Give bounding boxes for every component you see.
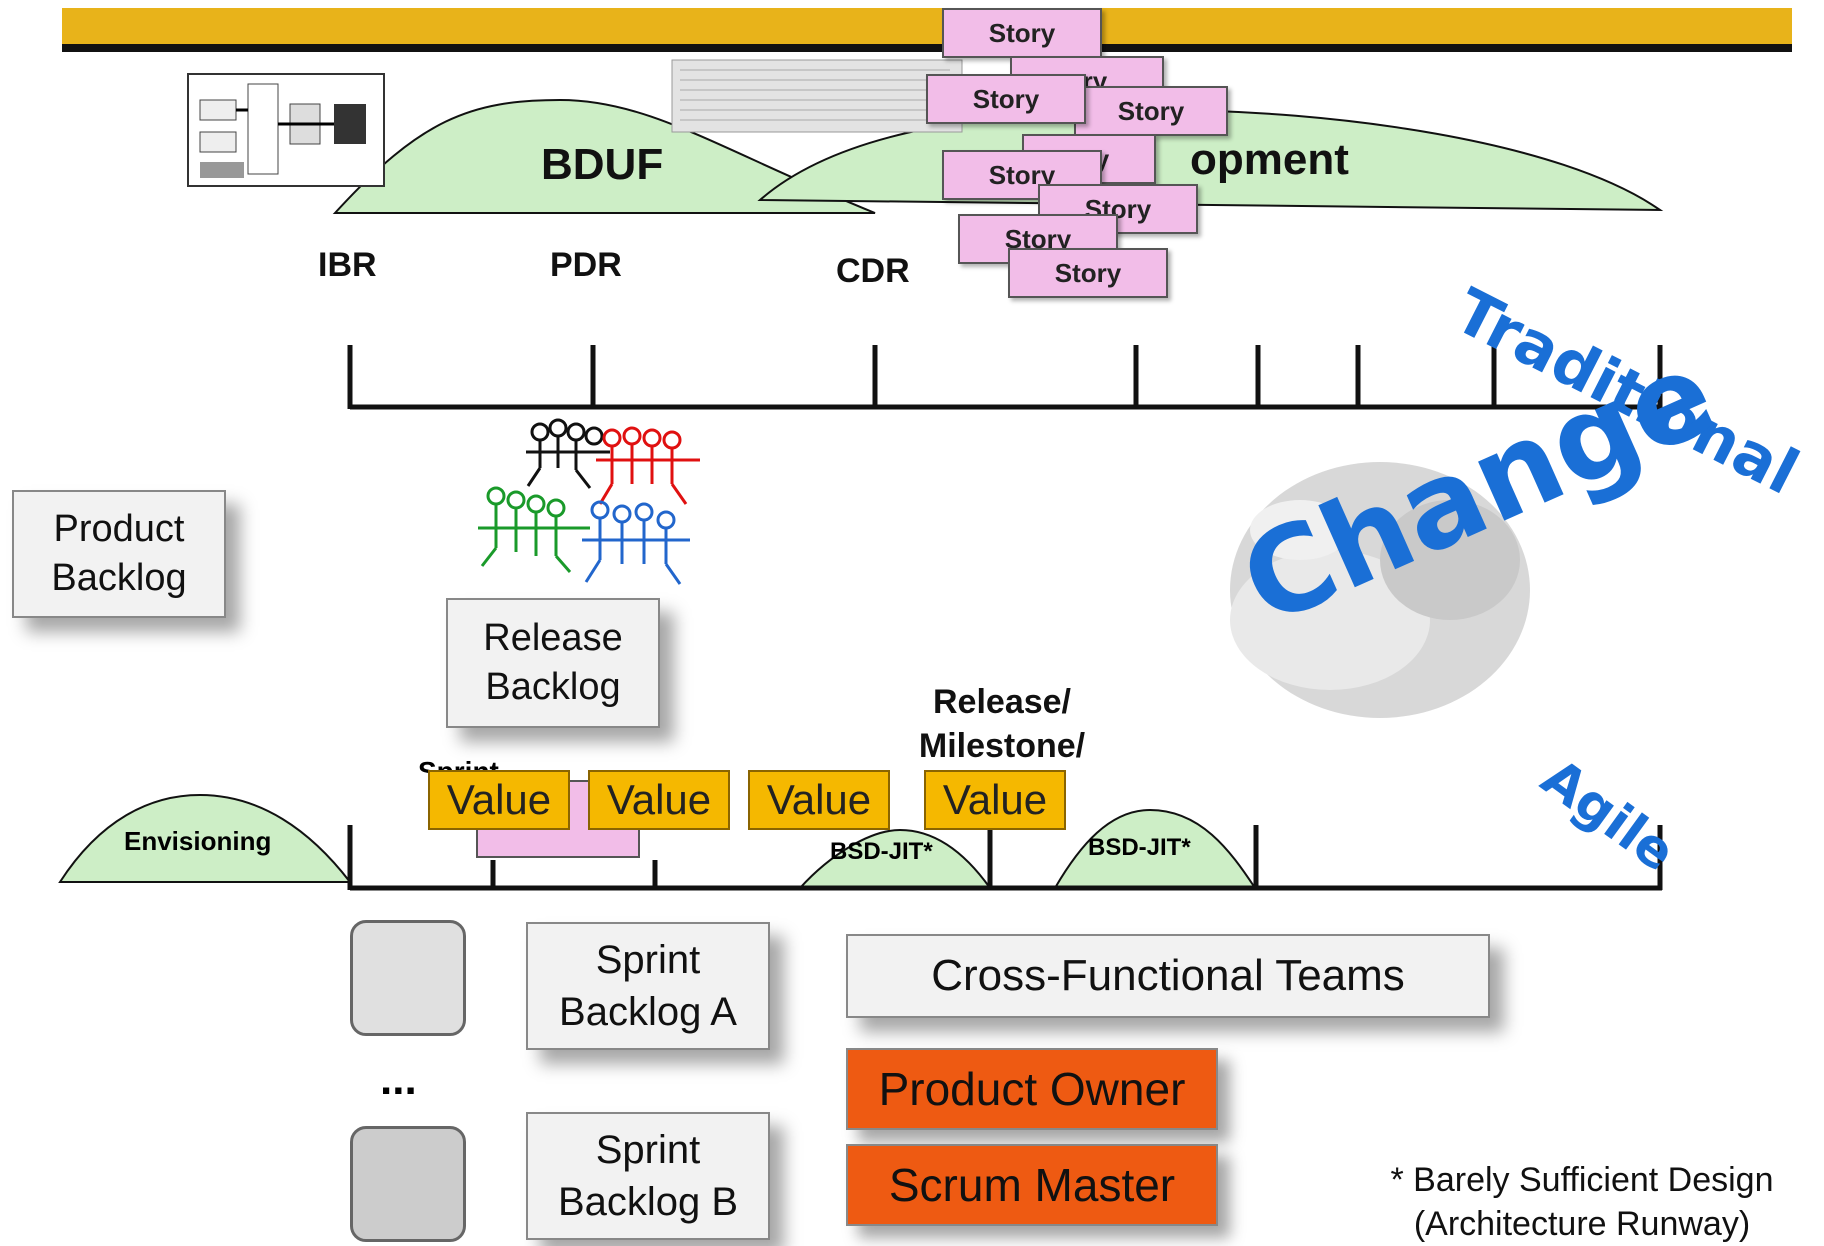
product-backlog-label: Product Backlog	[51, 507, 187, 599]
footnote: * Barely Sufficient Design (Architecture…	[1352, 1158, 1812, 1246]
team-box	[350, 1126, 466, 1242]
development-label: opment	[1190, 135, 1349, 184]
team-figures-cluster	[478, 418, 700, 585]
agile-timeline	[347, 825, 1663, 891]
sprint-backlog-b-box: Sprint Backlog B	[526, 1112, 770, 1240]
story-card: Story	[942, 8, 1102, 58]
release-backlog-box: Release Backlog	[446, 598, 660, 728]
value-label: Value	[748, 770, 890, 830]
header-bar	[62, 8, 1792, 52]
value-ribbon: Value	[428, 770, 570, 830]
traditional-timeline	[347, 345, 1663, 410]
scrum-master-label: Scrum Master	[888, 1159, 1176, 1211]
milestone-ibr: IBR	[318, 246, 377, 284]
envisioning-label: Envisioning	[124, 826, 272, 856]
sprint-label-fragment: Sprint	[418, 756, 499, 774]
sprint-backlog-a-box: Sprint Backlog A	[526, 922, 770, 1050]
story-card: Story	[926, 74, 1086, 124]
envisioning-hill	[58, 793, 353, 883]
bsd-hill-2	[1053, 808, 1257, 889]
footnote-line-1: * Barely Sufficient Design	[1390, 1161, 1774, 1199]
value-ribbon: Value	[588, 770, 730, 830]
cross-functional-teams-label: Cross-Functional Teams	[931, 951, 1405, 1001]
product-owner-label: Product Owner	[878, 1063, 1186, 1115]
footnote-line-2: (Architecture Runway)	[1413, 1205, 1751, 1243]
flowchart-thumbnail	[187, 73, 385, 187]
product-backlog-box: Product Backlog	[12, 490, 226, 618]
value-label: Value	[428, 770, 570, 830]
value-ribbon: Value	[748, 770, 890, 830]
release-milestone-label: Release/ Milestone/	[918, 683, 1086, 766]
sprint-backlog-b-label: Sprint Backlog B	[557, 1128, 739, 1224]
story-card: Story	[1008, 248, 1168, 298]
value-label: Value	[924, 770, 1066, 830]
bduf-hill	[332, 98, 876, 214]
milestone-cdr: CDR	[836, 252, 910, 290]
value-ribbon: Value	[924, 770, 1066, 830]
bsd-hill-1	[797, 828, 992, 889]
milestone-pdr: PDR	[550, 246, 622, 284]
bsd-jit-label-1: BSD-JIT*	[830, 838, 933, 865]
scrum-master-box: Scrum Master	[846, 1144, 1218, 1226]
team-placeholder-box	[350, 920, 466, 1036]
release-backlog-label: Release Backlog	[483, 616, 623, 708]
document-thumbnail	[671, 59, 963, 133]
bduf-label: BDUF	[541, 140, 664, 189]
sprint-backlog-a-label: Sprint Backlog A	[559, 938, 737, 1034]
ellipsis-label: ...	[380, 1055, 417, 1104]
value-label: Value	[588, 770, 730, 830]
story-card: Story	[1074, 86, 1228, 136]
cross-functional-teams-box: Cross-Functional Teams	[846, 934, 1490, 1018]
product-owner-box: Product Owner	[846, 1048, 1218, 1130]
bsd-jit-label-2: BSD-JIT*	[1088, 834, 1191, 861]
open-hands-image	[1230, 462, 1530, 718]
